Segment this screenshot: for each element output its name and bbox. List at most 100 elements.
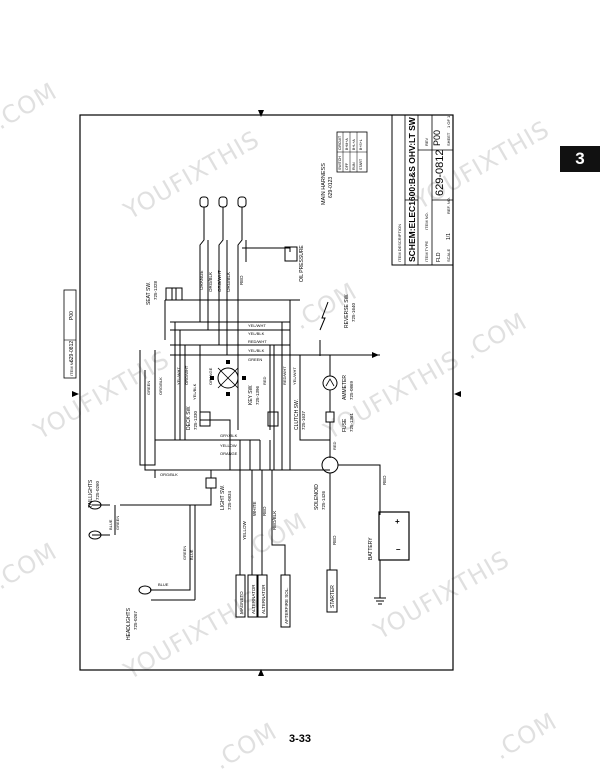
chart-cell: B+S+L <box>359 139 363 150</box>
watermark: .COM <box>0 77 62 135</box>
svg-text:–: – <box>396 545 401 554</box>
wire-label-red-blk: RED/BLK <box>272 511 277 530</box>
title-block: ITEM DESCRIPTION SCHEM:ELEC1600:B&S OHV:… <box>391 114 454 266</box>
side-item-no-label: ITEM NO. <box>69 358 74 376</box>
wire-label-org-wht-2: ORG/WHT <box>184 365 189 385</box>
deck-switch: DECK SW. 725-1330 <box>186 406 211 430</box>
wire-label-orange-3: ORANGE <box>220 451 238 456</box>
seat-switch: SEAT SW. 725-1328 <box>146 280 183 305</box>
side-rev: P00 <box>69 311 75 320</box>
rev-label: REV <box>424 137 429 146</box>
item-no-label: ITEM NO. <box>424 212 429 230</box>
wire-label-org-blk: ORG/BLK <box>208 272 213 292</box>
solenoid-pn: 725-1426 <box>321 490 326 510</box>
schematic-title: SCHEM:ELEC1600:B&S OHV:LT SW <box>407 116 417 262</box>
taillights-pn: 725-0260 <box>95 480 100 500</box>
wire-harness <box>139 262 380 478</box>
wire-label-red-top: RED <box>239 275 244 285</box>
key-sw-pn: 725-1396 <box>255 385 260 405</box>
oil-pressure-switch: OIL PRESSURE <box>284 245 305 282</box>
clutch-sw-label: CLUTCH SW. <box>294 399 300 430</box>
light-switch: LIGHT SW. 725-0834 <box>120 470 232 600</box>
wire-label-green: GREEN <box>146 381 151 395</box>
chart-cell: B+L+A <box>352 139 356 150</box>
wire-label-org-blk-4: ORG/BLK <box>160 472 178 477</box>
battery-label: BATTERY <box>368 537 374 560</box>
solenoid-label: SOLENOID <box>314 484 320 510</box>
watermark: YOUFIXTHIS <box>318 345 464 446</box>
sheet: 1 OF 1 <box>446 115 451 128</box>
watermark: .COM <box>459 307 532 365</box>
deck-sw-label: DECK SW. <box>186 406 192 430</box>
afterfire-sol-label: AFTERFIRE SOL. <box>284 587 289 624</box>
wire-label-blue-tail: BLUE <box>108 519 113 530</box>
chart-header-switch: SWITCH <box>338 156 342 170</box>
key-sw-label: KEY SW. <box>248 385 254 405</box>
ammeter-pn: 725-0869 <box>349 380 354 400</box>
fuse-label: FUSE <box>342 418 348 432</box>
watermark: .COM <box>0 537 62 595</box>
ammeter: AMMETER 725-0869 <box>322 355 354 412</box>
wire-label-white: WHITE <box>252 502 257 517</box>
taillights-label: TAILLIGHTS <box>88 479 94 508</box>
clutch-sw-pn: 725-1637 <box>301 410 306 430</box>
wire-label-orange: ORANGE <box>199 270 204 290</box>
wire-label-yel-wht-3: YEL/WHT <box>248 323 266 328</box>
wire-label-yel-blk: YEL/BLK <box>192 383 197 400</box>
wire-label-orange-2: ORANGE <box>208 367 213 385</box>
main-harness-label: MAIN HARNESS <box>321 163 327 205</box>
drawing-border <box>79 114 454 671</box>
headlights: HEADLIGHTS 725-0267 GREEN BLUE BLUE <box>126 546 195 640</box>
scale: 1/1 <box>446 233 452 240</box>
wire-label-org-blk-3: ORG/BLK <box>158 377 163 395</box>
headlights-pn: 725-0267 <box>133 610 138 630</box>
chart-header-circuit: CIRCUIT <box>338 135 342 150</box>
wire-label-yel-blk-2: YEL/BLK <box>248 331 265 336</box>
wire-label-org-blk-2: ORG/BLK <box>226 272 231 292</box>
alternator-label-1: ALTERNATOR <box>251 584 256 614</box>
key-switch: KEY SW. 725-1396 <box>210 360 260 405</box>
reverse-sw-label: REVERSE SW. <box>344 294 350 328</box>
wire-label-green-tail: GREEN <box>115 516 120 530</box>
engine-connectors <box>235 470 291 628</box>
item-type: FLD <box>436 252 442 262</box>
wire-label-red-fuse: RED <box>332 441 337 450</box>
page-number: 3-33 <box>288 733 312 745</box>
wire-label-blue-head-2: BLUE <box>158 582 169 587</box>
clutch-switch: CLUTCH SW. 725-1637 <box>267 399 306 430</box>
svg-text:+: + <box>395 517 400 526</box>
wire-label-red-wht-2: RED/WHT <box>248 339 267 344</box>
wire-label-red-key: RED <box>262 376 267 385</box>
wire-label-yel-wht: YEL/WHT <box>176 367 181 385</box>
taillights: TAILLIGHTS 725-0260 BLUE GREEN <box>88 479 120 540</box>
battery: + – BATTERY <box>368 511 410 605</box>
seat-sw-pn: 725-1328 <box>153 280 158 300</box>
headlights-label: HEADLIGHTS <box>126 607 132 640</box>
wire-label-blue-head: BLUE <box>189 549 194 560</box>
scale-label: SCALE <box>446 249 451 262</box>
chart-cell: RUN <box>352 162 356 170</box>
wire-label-yel-blk-3: YEL/BLK <box>248 348 265 353</box>
item-number: 629-0812 <box>434 150 446 197</box>
watermark: .COM <box>209 717 282 775</box>
side-item-label: ITEM NO. 629-0812 P00 <box>63 289 77 379</box>
wire-label-red-alt: RED <box>262 506 267 516</box>
item-type-label: ITEM TYPE <box>424 241 429 262</box>
chart-cell: B+M+A <box>345 138 349 150</box>
wire-label-red-batt: RED <box>382 475 387 485</box>
top-connectors <box>199 196 291 262</box>
wire-label-red-starter: RED <box>332 535 337 545</box>
watermark: YOUFIXTHIS <box>408 115 554 216</box>
chart-cell: OFF <box>345 163 349 170</box>
wire-label-yellow: YELLOW <box>242 520 247 540</box>
wire-label-yel-wht-2: YEL/WHT <box>292 367 297 385</box>
reverse-sw-pn: 725-1640 <box>351 302 356 322</box>
border-arrows <box>72 110 461 676</box>
chart-cell: START <box>359 158 363 170</box>
starter-label: STARTER <box>330 585 336 608</box>
wire-label-green-head: GREEN <box>182 546 187 560</box>
fuse-pn: 725-1361 <box>349 412 354 432</box>
light-sw-label: LIGHT SW. <box>220 485 226 510</box>
item-description-label: ITEM DESCRIPTION <box>397 224 402 262</box>
